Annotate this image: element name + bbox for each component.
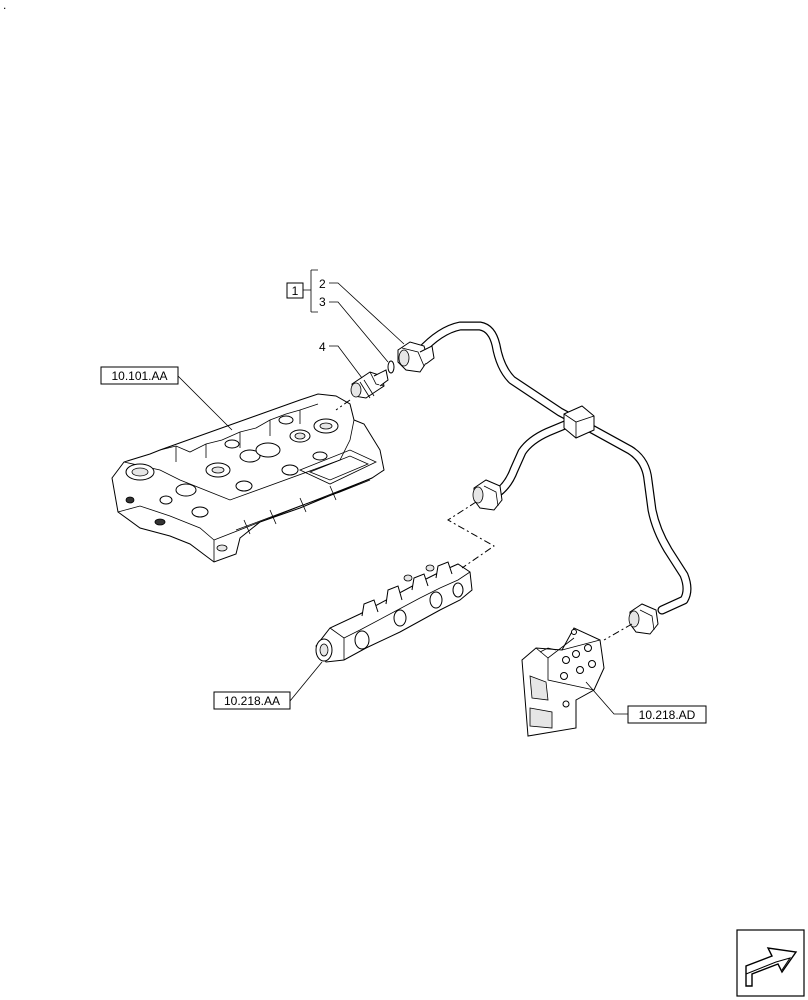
callout-2: 2 [319, 277, 326, 291]
leader-2 [329, 282, 405, 345]
ref-bracket: 10.218.AD [639, 708, 696, 722]
callout-3: 3 [319, 295, 326, 309]
banjo-connector-right [628, 603, 659, 635]
hidden-line-rail [447, 501, 495, 569]
pressure-sensor [350, 369, 389, 399]
hidden-line-sensor [335, 399, 351, 411]
leader-cylinder-head [177, 375, 233, 431]
banjo-connector-middle [472, 479, 503, 511]
corner-mark: . [3, 0, 6, 12]
leak-off-pipe [415, 321, 692, 615]
next-page-arrow-icon[interactable] [736, 929, 805, 997]
callout-box-1 [286, 282, 304, 299]
tee-fitting [563, 405, 595, 439]
ref-box-bracket [627, 705, 707, 724]
leader-3 [329, 301, 389, 363]
o-ring [387, 360, 395, 374]
bracket [521, 627, 605, 737]
leader-4 [329, 345, 363, 379]
fuel-rail [315, 561, 473, 663]
banjo-connector-top [397, 341, 435, 373]
leader-fuel-rail [289, 661, 323, 702]
cylinder-head [111, 393, 385, 563]
hidden-line-bracket [603, 623, 633, 641]
callout-1: 1 [292, 284, 299, 298]
ref-fuel-rail: 10.218.AA [224, 694, 280, 708]
leader-bracket [585, 681, 628, 715]
group-bracket [303, 269, 318, 313]
ref-cylinder-head: 10.101.AA [111, 369, 167, 383]
callout-4: 4 [319, 340, 326, 354]
ref-box-cylinder-head [100, 366, 179, 385]
